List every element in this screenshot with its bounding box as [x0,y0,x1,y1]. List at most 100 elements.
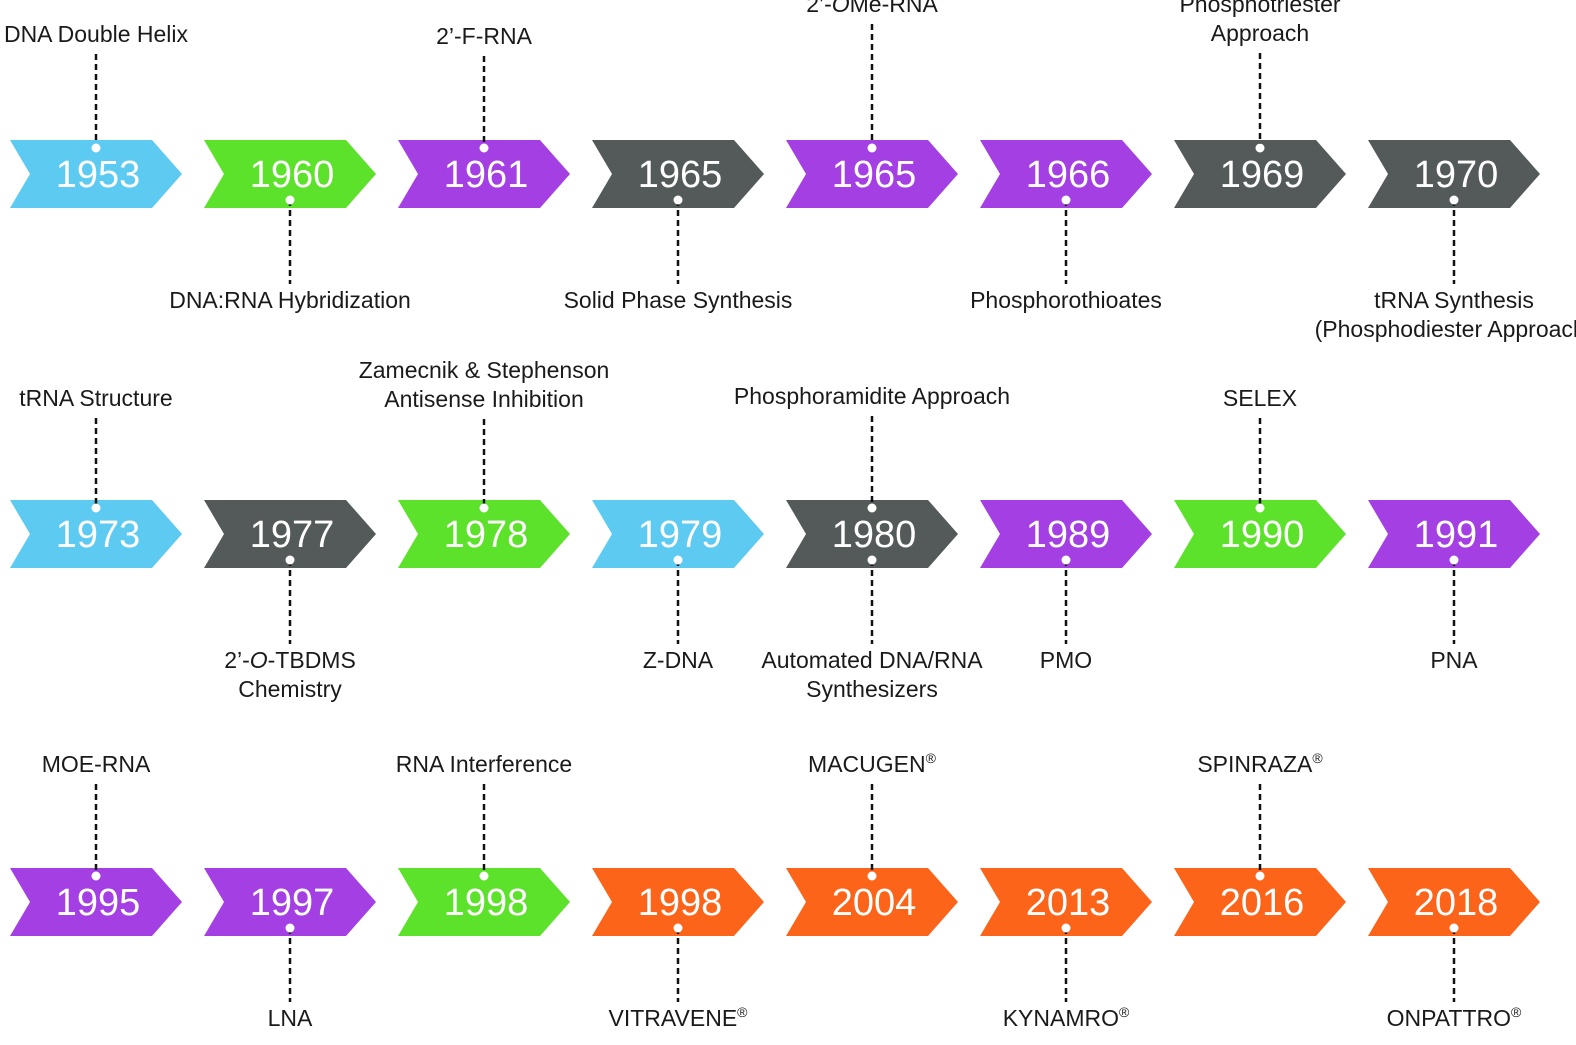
milestone-1953-blue: 1953 [10,140,182,208]
event-label-1989-bottom: PMO [1040,647,1092,673]
chevron-purple [786,140,958,208]
chevron-blue [10,500,182,568]
year-label: 1973 [56,514,141,556]
event-label-1980-top: Phosphoramidite Approach [734,383,1010,409]
year-label: 1998 [638,882,723,924]
chevron-orange [786,868,958,936]
chevron-orange [1368,868,1540,936]
milestone-1991-purple: 1991 [1368,500,1540,568]
year-label: 1989 [1026,514,1111,556]
year-label: 1953 [56,154,141,196]
chevron-gray [204,500,376,568]
year-label: 2016 [1220,882,1305,924]
year-label: 2013 [1026,882,1111,924]
event-label-1965-bottom: Solid Phase Synthesis [564,287,793,313]
chevron-green [204,140,376,208]
milestone-1980-gray: 1980 [786,500,958,568]
connector-dot [91,143,101,153]
milestone-1973-blue: 1973 [10,500,182,568]
chevron-green [1174,500,1346,568]
chevron-gray [1368,140,1540,208]
milestone-2004-orange: 2004 [786,868,958,936]
chevron-orange [592,868,764,936]
connector-dot [479,143,489,153]
chevron-orange [980,868,1152,936]
chevron-purple [204,868,376,936]
connector-dot [285,195,295,205]
year-label: 1969 [1220,154,1305,196]
chevron-blue [592,500,764,568]
year-label: 1965 [638,154,723,196]
connector-dot [285,923,295,933]
event-label-1966-bottom: Phosphorothioates [970,287,1162,313]
milestone-1989-purple: 1989 [980,500,1152,568]
milestone-2018-orange: 2018 [1368,868,1540,936]
connector-dot [1449,923,1459,933]
year-label: 1979 [638,514,723,556]
milestone-1998-orange: 1998 [592,868,764,936]
year-label: 1960 [250,154,335,196]
connector-dot [867,555,877,565]
event-label-2004-top: MACUGEN® [808,750,937,777]
connector-dot [1061,195,1071,205]
year-label: 1961 [444,154,529,196]
connector-dot [673,195,683,205]
connector-dot [1449,195,1459,205]
chevron-gray [786,500,958,568]
milestone-2016-orange: 2016 [1174,868,1346,936]
year-label: 1990 [1220,514,1305,556]
year-label: 2018 [1414,882,1499,924]
year-label: 1997 [250,882,335,924]
chevron-purple [398,140,570,208]
chevron-gray [1174,140,1346,208]
chevron-purple [10,868,182,936]
year-label: 1977 [250,514,335,556]
event-label-1990-top: SELEX [1223,385,1297,411]
connector-dot [1449,555,1459,565]
milestone-1965-purple: 1965 [786,140,958,208]
connector-dot [91,503,101,513]
milestone-1969-gray: 1969 [1174,140,1346,208]
event-label-1991-bottom: PNA [1430,647,1478,673]
event-label-1979-bottom: Z-DNA [643,647,714,673]
milestone-1966-purple: 1966 [980,140,1152,208]
event-label-1960-bottom: DNA:RNA Hybridization [169,287,411,313]
milestone-1978-green: 1978 [398,500,570,568]
chevron-blue [10,140,182,208]
year-label: 1991 [1414,514,1499,556]
connector-dot [1061,555,1071,565]
connector-dot [285,555,295,565]
connector-dot [479,503,489,513]
connector-dot [867,143,877,153]
event-label-2013-bottom: KYNAMRO® [1003,1004,1130,1031]
milestone-2013-orange: 2013 [980,868,1152,936]
milestone-1995-purple: 1995 [10,868,182,936]
chevron-purple [980,140,1152,208]
chevron-orange [1174,868,1346,936]
chevron-purple [1368,500,1540,568]
chevron-green [398,868,570,936]
year-label: 2004 [832,882,917,924]
event-label-1973-top: tRNA Structure [19,385,172,411]
connector-dot [1255,143,1265,153]
milestone-1970-gray: 1970 [1368,140,1540,208]
connector-dot [1255,503,1265,513]
milestone-1998-green: 1998 [398,868,570,936]
connector-dot [479,871,489,881]
connector-dot [91,871,101,881]
milestone-1997-purple: 1997 [204,868,376,936]
milestone-1979-blue: 1979 [592,500,764,568]
chevron-green [398,500,570,568]
year-label: 1995 [56,882,141,924]
connector-dot [673,923,683,933]
chevron-purple [980,500,1152,568]
year-label: 1998 [444,882,529,924]
event-label-1965-top: 2’-OMe-RNA [806,0,938,17]
milestone-1960-green: 1960 [204,140,376,208]
year-label: 1978 [444,514,529,556]
